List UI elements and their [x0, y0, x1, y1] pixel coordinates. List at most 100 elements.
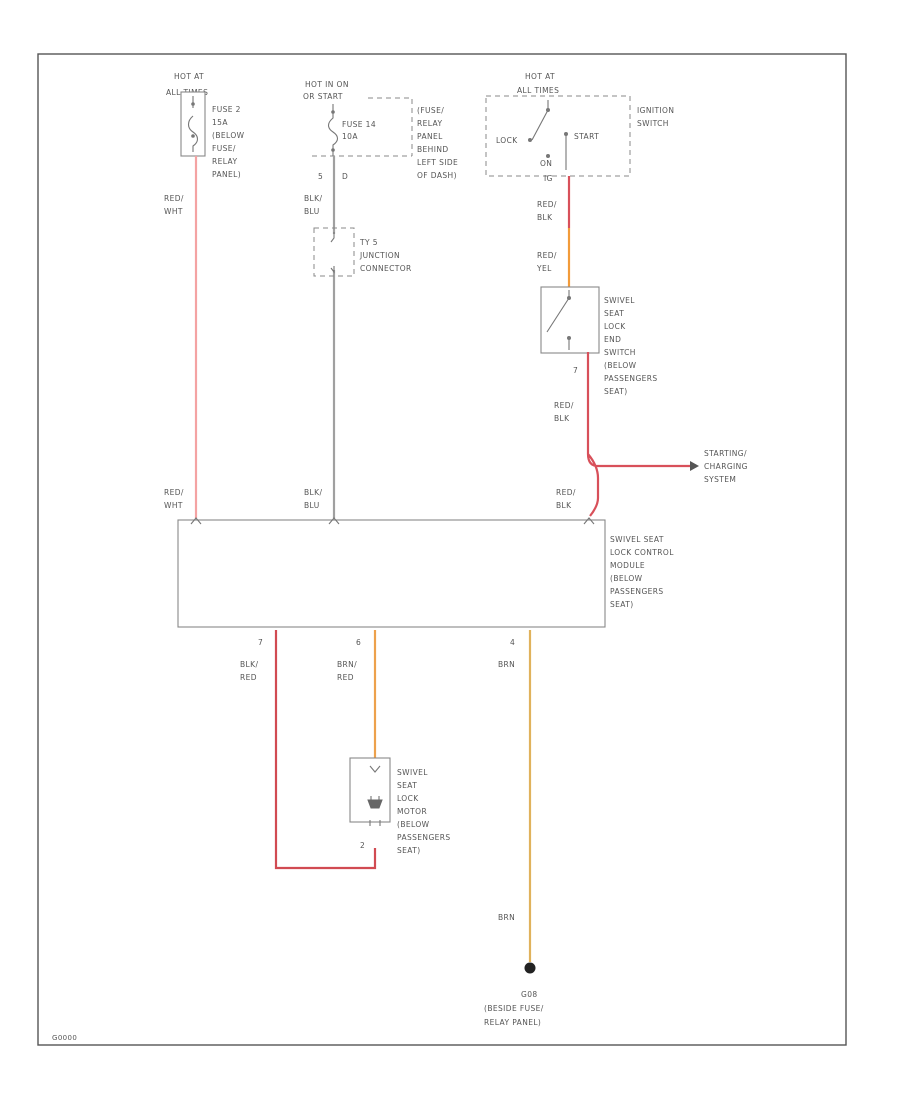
diagram-frame: [37, 53, 847, 1046]
wire-label-red-wht-bottom-1: WHT: [164, 501, 183, 510]
starting-system-label-2: SYSTEM: [704, 475, 736, 484]
junction-connector-symbol: [330, 232, 335, 274]
ground-symbol: [524, 962, 536, 974]
wire-label-blk-red-0: BLK/: [240, 660, 258, 669]
diagram-code: G0000: [52, 1034, 77, 1042]
fuse-14-pin-left: 5: [318, 172, 323, 181]
end-switch-label-5: (BELOW: [604, 361, 637, 370]
ignition-switch-on-contact: [546, 154, 550, 158]
motor-label-3: MOTOR: [397, 807, 427, 816]
power-label-on-start-0: HOT IN ON: [305, 80, 349, 89]
swivel-lock-end-switch: SWIVEL SEAT LOCK END SWITCH (BELOW PASSE…: [540, 286, 658, 396]
wire-label-red-wht-bottom-0: RED/: [164, 488, 184, 497]
motor-label-4: (BELOW: [397, 820, 430, 829]
ignition-switch-name-1: SWITCH: [637, 119, 669, 128]
wire-label-red-blk-module-1: BLK: [556, 501, 572, 510]
fuse-2-label-1: 15A: [212, 118, 228, 127]
motor-pin-label: 2: [360, 841, 365, 850]
wire-red-blk-lower: [586, 352, 696, 517]
wire-label-red-blk-upper-1: BLK: [537, 213, 553, 222]
fuse-2-label-0: FUSE 2: [212, 105, 241, 114]
wire-label-red-blk-module-0: RED/: [556, 488, 576, 497]
power-label-all-times-2-1: ALL TIMES: [517, 86, 559, 95]
starting-system-label-0: STARTING/: [704, 449, 747, 458]
motor-label-0: SWIVEL: [397, 768, 428, 777]
fuse-2-box: [180, 91, 206, 157]
module-pin-label-blk-red: 7: [258, 638, 263, 647]
ground-location-1: RELAY PANEL): [484, 1018, 541, 1027]
fuse-2-symbol: [187, 96, 199, 152]
fuse-2-terminal-bottom: [191, 134, 195, 138]
fuse-14-terminal-bottom: [331, 148, 335, 152]
ignition-terminal-label: IG: [544, 174, 553, 183]
end-switch-label-4: SWITCH: [604, 348, 636, 357]
ignition-switch-start-contact: [564, 132, 568, 136]
ignition-switch-name-0: IGNITION: [637, 106, 674, 115]
control-module-label-0: SWIVEL SEAT: [610, 535, 664, 544]
fuse-2-label-3: FUSE/: [212, 144, 236, 153]
ignition-switch-lock-contact: [528, 138, 532, 142]
motor-label-2: LOCK: [397, 794, 419, 803]
motor-pin-bottom: [369, 820, 381, 826]
module-pin-red-wht: [190, 517, 202, 525]
control-module-label-3: (BELOW: [610, 574, 643, 583]
fuse-panel-label-5: OF DASH): [417, 171, 457, 180]
ignition-switch-pivot: [546, 108, 550, 112]
swivel-seat-lock-motor: SWIVEL SEAT LOCK MOTOR (BELOW PASSENGERS…: [349, 757, 450, 855]
wire-label-red-wht-top-1: WHT: [164, 207, 183, 216]
junction-connector-mask: [330, 234, 338, 270]
end-switch-label-2: LOCK: [604, 322, 626, 331]
control-module-label-1: LOCK CONTROL: [610, 548, 674, 557]
ignition-lock-label: LOCK: [496, 136, 518, 145]
end-switch-label-6: PASSENGERS: [604, 374, 658, 383]
motor-box: [349, 757, 391, 823]
control-module-label-2: MODULE: [610, 561, 645, 570]
fuse-panel-label-2: PANEL: [417, 132, 443, 141]
junction-connector-label-1: JUNCTION: [359, 251, 400, 260]
junction-connector-label-2: CONNECTOR: [360, 264, 412, 273]
end-switch-label-7: SEAT): [604, 387, 628, 396]
control-module-label-4: PASSENGERS: [610, 587, 664, 596]
power-label-all-times-1: HOT AT: [174, 72, 204, 81]
fuse-14-section: HOT IN ON OR START FUSE 14 10A (FUSE/ RE…: [303, 80, 458, 181]
wire-label-blk-blu-bottom-0: BLK/: [304, 488, 322, 497]
fuse-2-label-5: PANEL): [212, 170, 241, 179]
end-switch-contact-bottom: [567, 336, 571, 340]
control-module-label-5: SEAT): [610, 600, 634, 609]
junction-connector-label-0: TY 5: [359, 238, 378, 247]
wire-label-brn-bottom: BRN: [498, 913, 515, 922]
end-switch-label-0: SWIVEL: [604, 296, 635, 305]
ground-id: G08: [521, 990, 538, 999]
module-pin-red-blk: [583, 517, 595, 525]
fuse-panel-label-3: BEHIND: [417, 145, 449, 154]
ignition-switch-box: [485, 95, 631, 177]
fuse-panel-label-4: LEFT SIDE: [417, 158, 458, 167]
fuse-14-label-1: 10A: [342, 132, 358, 141]
power-label-all-times-2-0: HOT AT: [525, 72, 555, 81]
fuse-14-pin-right: D: [342, 172, 348, 181]
fuse-panel-label-0: (FUSE/: [417, 106, 444, 115]
motor-label-1: SEAT: [397, 781, 417, 790]
wire-label-blk-red-1: RED: [240, 673, 257, 682]
module-pin-blk-blu: [328, 517, 340, 525]
end-switch-contact-top: [567, 296, 571, 300]
wire-label-red-yel-0: RED/: [537, 251, 557, 260]
fuse-2-terminal-top: [191, 102, 195, 106]
control-module-box: [177, 519, 606, 628]
module-pin-label-brn-red: 6: [356, 638, 361, 647]
wire-label-brn-red-0: BRN/: [337, 660, 357, 669]
wire-label-red-blk-lower-1: BLK: [554, 414, 570, 423]
module-pin-label-brn: 4: [510, 638, 515, 647]
wire-label-blk-blu-top-0: BLK/: [304, 194, 322, 203]
end-switch-label-1: SEAT: [604, 309, 624, 318]
fuse-14-label-0: FUSE 14: [342, 120, 376, 129]
end-switch-label-3: END: [604, 335, 621, 344]
ground-location-0: (BESIDE FUSE/: [484, 1004, 544, 1013]
wire-blk-red: [274, 630, 377, 870]
junction-connector-box: [313, 227, 355, 277]
starting-system-label-1: CHARGING: [704, 462, 748, 471]
motor-symbol: [367, 796, 383, 809]
motor-pin-top: [369, 765, 381, 773]
fuse-2-label-4: RELAY: [212, 157, 237, 166]
